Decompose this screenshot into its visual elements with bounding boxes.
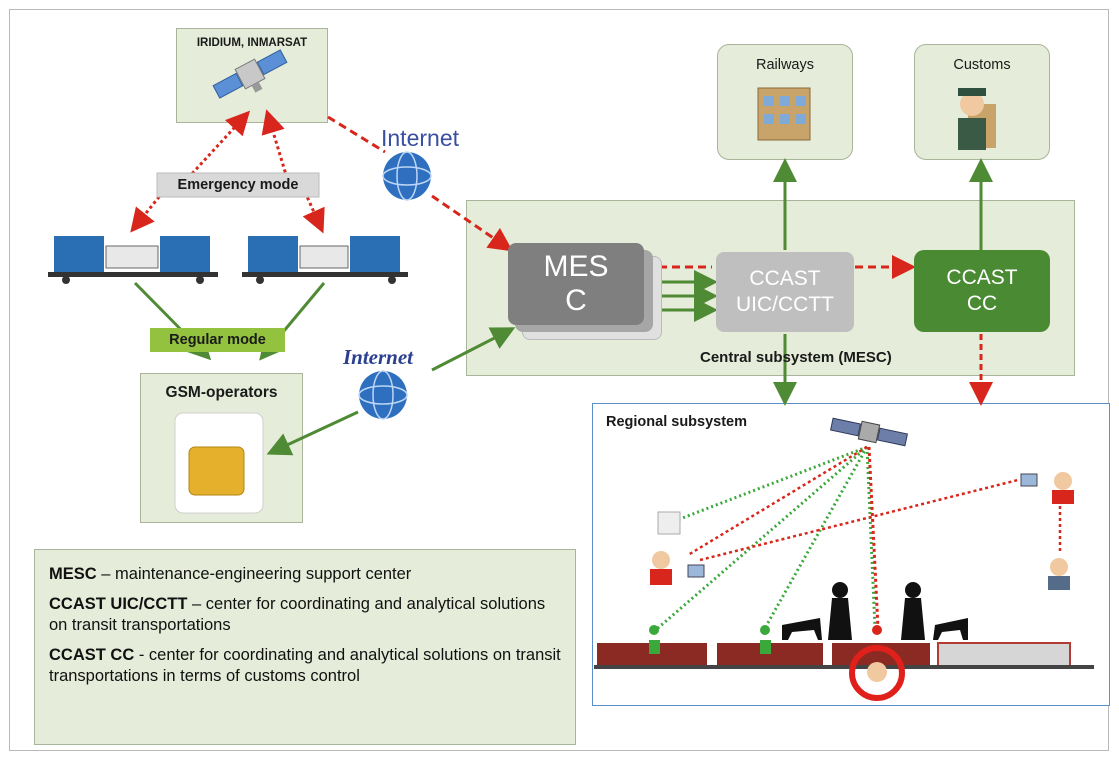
legend-box: MESC – maintenance-engineering support c… — [34, 549, 576, 745]
ccast-cc-line2: CC — [966, 292, 998, 315]
ccast-uic-node: CCAST UIC/CCTT — [716, 252, 854, 332]
internet-label-top: Internet — [381, 125, 459, 151]
legend-item-ccast-uic: CCAST UIC/CCTT – center for coordinating… — [49, 595, 546, 634]
diagram-frame — [9, 9, 1109, 751]
satellite-box — [176, 28, 328, 123]
regional-subsystem-box — [592, 403, 1110, 706]
legend-item-mesc: MESC – maintenance-engineering support c… — [49, 565, 412, 583]
emergency-mode-label: Emergency mode — [177, 177, 299, 193]
ccast-uic-line2: UIC/CCTT — [736, 293, 834, 316]
customs-label: Customs — [953, 57, 1011, 73]
internet-label-middle: Internet — [343, 345, 414, 369]
gsm-operators-title: GSM-operators — [165, 384, 278, 401]
ccast-uic-line1: CCAST — [749, 267, 821, 290]
mesc-line2: C — [565, 284, 587, 317]
ccast-cc-line1: CCAST — [946, 266, 1018, 289]
mesc-line1: MES — [543, 250, 609, 283]
satellite-box-title: IRIDIUM, INMARSAT — [196, 37, 308, 49]
central-subsystem-caption: Central subsystem (MESC) — [700, 349, 892, 366]
mesc-node: MES C — [508, 243, 644, 325]
regional-subsystem-title: Regional subsystem — [606, 414, 748, 430]
legend-item-ccast-cc: CCAST CC - center for coordinating and a… — [49, 646, 561, 685]
railways-label: Railways — [755, 57, 814, 73]
regular-mode-label: Regular mode — [169, 332, 266, 348]
ccast-cc-node: CCAST CC — [914, 250, 1050, 332]
